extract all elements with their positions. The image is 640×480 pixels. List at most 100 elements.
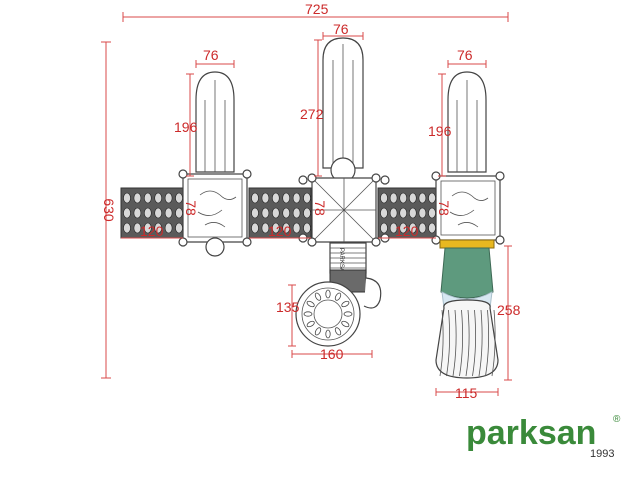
left-tower-height-dimension: 196 [174,73,198,177]
tube-basket-rib [485,309,490,377]
spiral-height-label: 135 [276,299,300,315]
center-tower-width-label: 76 [333,21,349,37]
left-bridge-label: 120 [140,223,164,239]
spiral-width-dimension: 160 [291,346,373,362]
tube-width-label: 115 [455,385,478,401]
lattice-cell [271,192,280,204]
lattice-cell [418,192,427,204]
left-tower-width-dimension: 76 [195,47,235,68]
lattice-cell [292,222,301,234]
center-deck-label: 78 [312,200,328,216]
lattice-cell [271,222,280,234]
right-tower-width-dimension: 76 [447,47,487,68]
lattice-cell [303,207,311,219]
lattice-cell [154,192,162,204]
center-tower-height-dimension: 272 [300,39,324,177]
lattice-cell [164,222,173,234]
spiral-slot [343,311,353,317]
lattice-cell [164,207,173,219]
tube-slide [435,239,499,379]
lattice-cell [303,222,311,234]
overall-width-dimension: 725 [122,1,509,22]
tube-basket-rib [478,309,483,377]
lattice-cell [380,222,388,234]
spiral-slot [314,292,322,301]
center-tower [298,37,390,247]
left-deck-label: 78 [183,200,199,216]
lattice-cell [175,222,183,234]
overall-height-label: 630 [101,198,117,222]
lattice-cell [418,222,427,234]
center-bridge-label: 120 [268,223,292,239]
left-tower-width-label: 76 [203,47,219,63]
lattice-cell [380,207,388,219]
lattice-cell [428,192,436,204]
lattice-cell [292,192,301,204]
lattice-cell [144,207,152,219]
spiral-slot [325,329,331,339]
parksan-logo: parksan ® 1993 [466,414,621,460]
lattice-cell [164,192,173,204]
lattice-cell [292,207,301,219]
lattice-cell [133,192,142,204]
lattice-cell [399,192,408,204]
tube-basket-rib [459,309,464,377]
lattice-cell [133,222,142,234]
lattice-cell [251,207,259,219]
center-left-bridge [248,187,312,239]
lattice-cell [154,222,162,234]
spiral-slot [334,292,342,301]
lattice-cell [261,222,270,234]
lattice-cell [261,207,270,219]
right-deck-label: 78 [436,200,452,216]
logo-wordmark: parksan [466,414,596,452]
lattice-cell [389,222,398,234]
right-tower-height-dimension: 196 [428,73,452,177]
spiral-slot [325,289,331,299]
spiral-slot [306,300,315,308]
lattice-cell [123,207,131,219]
lattice-cell [251,192,259,204]
lattice-cell [399,222,408,234]
center-tower-width-dimension: 76 [322,21,364,40]
tube-basket-rib [465,309,470,377]
logo-registered-mark: ® [613,414,621,425]
tube-basket-rib [439,309,444,377]
lattice-cell [144,192,152,204]
lattice-cell [175,207,183,219]
tube-basket-rib [472,309,477,377]
spiral-slot [341,320,350,328]
tube-width-dimension: 115 [435,385,499,401]
left-tower [178,71,252,257]
logo-year: 1993 [590,448,614,460]
lattice-cell [418,207,427,219]
lattice-cell [428,222,436,234]
tube-basket-rib [452,309,457,377]
lattice-cell [408,222,417,234]
spiral-height-dimension: 135 [276,284,300,347]
lattice-cell [144,222,152,234]
spiral-width-label: 160 [320,346,344,362]
tube-basket-rib [446,309,451,377]
left-tower-height-label: 196 [174,119,198,135]
lattice-cell [251,222,259,234]
lattice-cell [271,207,280,219]
lattice-cell [389,207,398,219]
lattice-cell [261,192,270,204]
tube-height-dimension: 258 [497,245,521,381]
spiral-slot [303,311,313,317]
lattice-cell [408,192,417,204]
lattice-cell [282,222,291,234]
lattice-cell [175,192,183,204]
spiral-slot [306,320,315,328]
bridge-lattice [123,192,436,234]
right-bridge-label: 120 [395,223,419,239]
lattice-cell [389,192,398,204]
lattice-cell [282,192,291,204]
tube-height-label: 258 [497,302,521,318]
spiral-slot [314,327,322,336]
bridge-dimensions: 120 120 120 [121,223,436,239]
right-tower-height-label: 196 [428,123,452,139]
center-tower-height-label: 272 [300,106,324,122]
right-tower-width-label: 76 [457,47,473,63]
